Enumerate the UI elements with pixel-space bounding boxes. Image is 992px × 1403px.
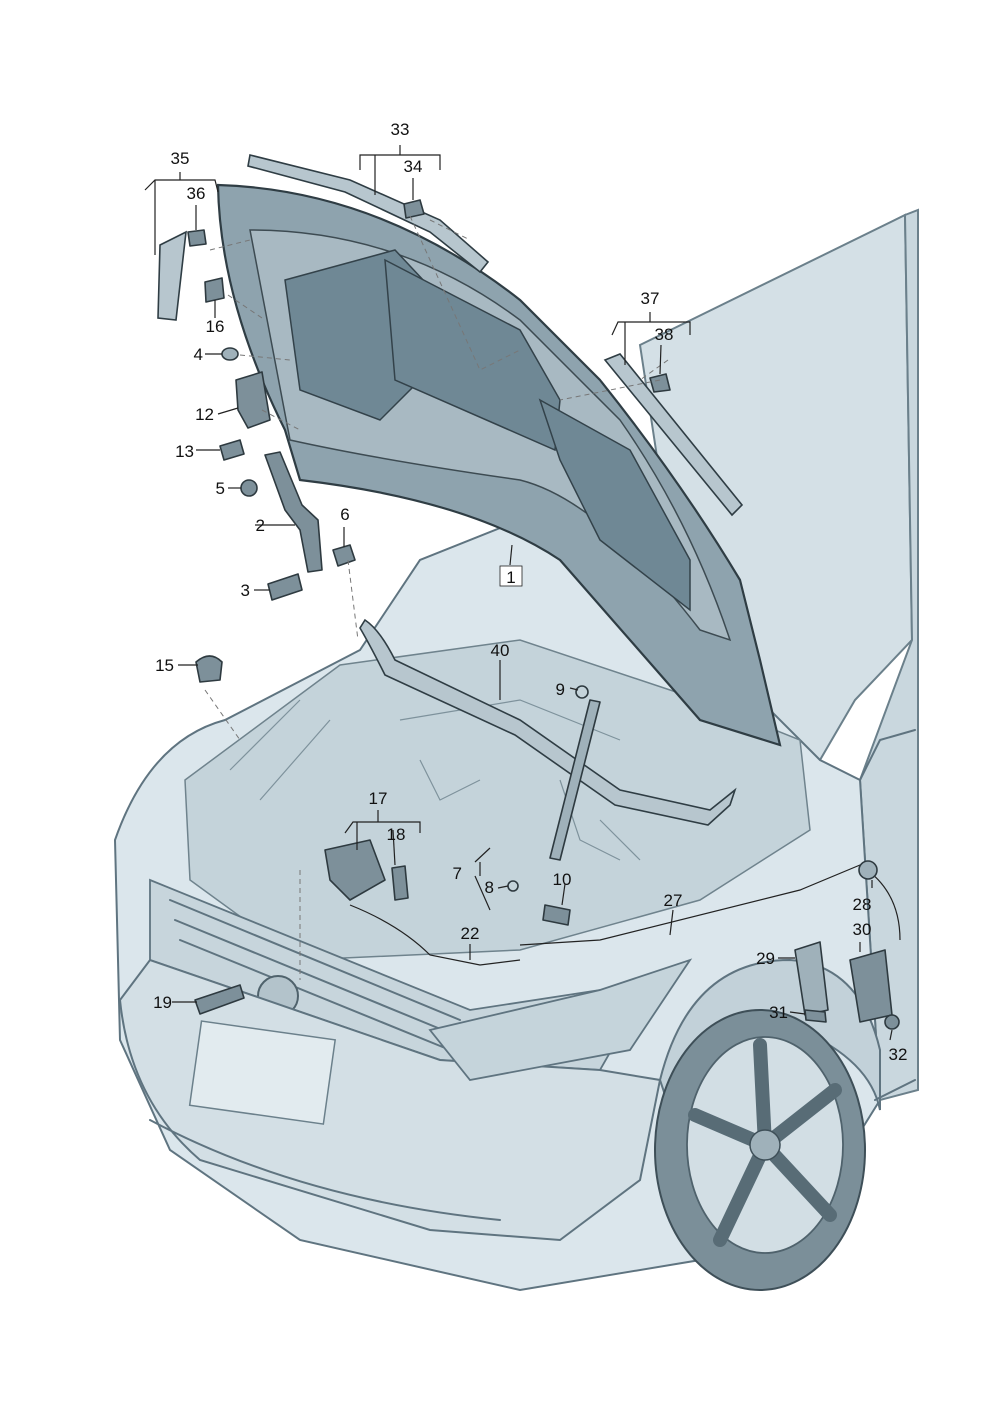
gas-strut-part-9 [549, 699, 601, 861]
callout-32: 32 [889, 1045, 908, 1064]
car-body-illustration [113, 208, 919, 1292]
callout-28: 28 [853, 895, 872, 914]
screw-part-31 [804, 1009, 827, 1023]
callout-10: 10 [553, 870, 572, 889]
callout-36: 36 [187, 184, 206, 203]
plug-part-15 [195, 655, 223, 683]
callout-27: 27 [664, 891, 683, 910]
switch-part-18 [391, 865, 409, 901]
lock-part-17 [324, 839, 386, 901]
leader-lines [144, 145, 893, 1041]
nut-part-5 [240, 479, 258, 497]
hinge-arm-part-2 [264, 451, 323, 573]
callout-40: 40 [491, 641, 510, 660]
buffer-part-16 [204, 277, 225, 303]
bolt-part-3 [267, 573, 303, 601]
license-plate-area [188, 1020, 337, 1125]
callout-6: 6 [340, 505, 349, 524]
clip-part-38 [649, 373, 671, 393]
hood-right-seal-part-37 [603, 353, 744, 517]
callout-34: 34 [404, 157, 423, 176]
bulkhead-seal-part-40 [359, 618, 737, 826]
callout-38: 38 [655, 325, 674, 344]
callout-13: 13 [175, 442, 194, 461]
callout-35: 35 [171, 149, 190, 168]
hood-side-seal-part-35 [157, 230, 187, 321]
callout-12: 12 [195, 405, 214, 424]
door-line [859, 729, 916, 1101]
bolt-part-19 [194, 984, 245, 1015]
release-cable-part-22 [349, 864, 901, 966]
handle-part-29 [794, 941, 829, 1016]
hood-right-cavity [538, 398, 691, 612]
callout-17: 17 [369, 789, 388, 808]
nut-part-32 [884, 1014, 900, 1030]
grommet-part-28 [858, 860, 878, 880]
callout-7: 7 [453, 864, 462, 883]
callout-31: 31 [769, 1003, 788, 1022]
callout-5: 5 [216, 479, 225, 498]
callout-1-box [499, 565, 523, 587]
headlight [428, 958, 693, 1081]
callout-19: 19 [153, 993, 172, 1012]
callout-2: 2 [256, 516, 265, 535]
bumper-lower-line [149, 1119, 501, 1221]
bolt-part-13 [219, 439, 245, 461]
callout-1: 1 [506, 568, 515, 587]
grille-slats [169, 899, 461, 1051]
callout-9: 9 [556, 680, 565, 699]
small-parts [187, 199, 901, 1030]
callout-33: 33 [391, 120, 410, 139]
assembly-guide-lines [204, 215, 669, 980]
callout-37: 37 [641, 289, 660, 308]
clip-part-34 [403, 199, 425, 219]
front-wheel [654, 1009, 866, 1291]
hood-panel-part-1 [216, 183, 782, 747]
bolt-part-10 [542, 904, 571, 926]
callout-8: 8 [485, 878, 494, 897]
callout-15: 15 [155, 656, 174, 675]
callout-3: 3 [241, 581, 250, 600]
callout-18: 18 [387, 825, 406, 844]
callout-22: 22 [461, 924, 480, 943]
callout-16: 16 [206, 317, 225, 336]
callout-4: 4 [194, 345, 203, 364]
hinge-part-12 [235, 371, 271, 429]
bay-panel-lines [229, 699, 641, 861]
strut-clip-part-9 [575, 685, 589, 699]
buffer-part-6 [332, 544, 356, 567]
callout-30: 30 [853, 920, 872, 939]
clip-part-36 [187, 229, 207, 247]
hood-front-seal-part-33 [247, 154, 490, 274]
o-ring-part-4 [221, 347, 239, 361]
callout-labels: 1 2 3 4 5 6 7 8 9 10 12 13 15 16 17 18 1… [153, 120, 907, 1064]
callout-29: 29 [756, 949, 775, 968]
